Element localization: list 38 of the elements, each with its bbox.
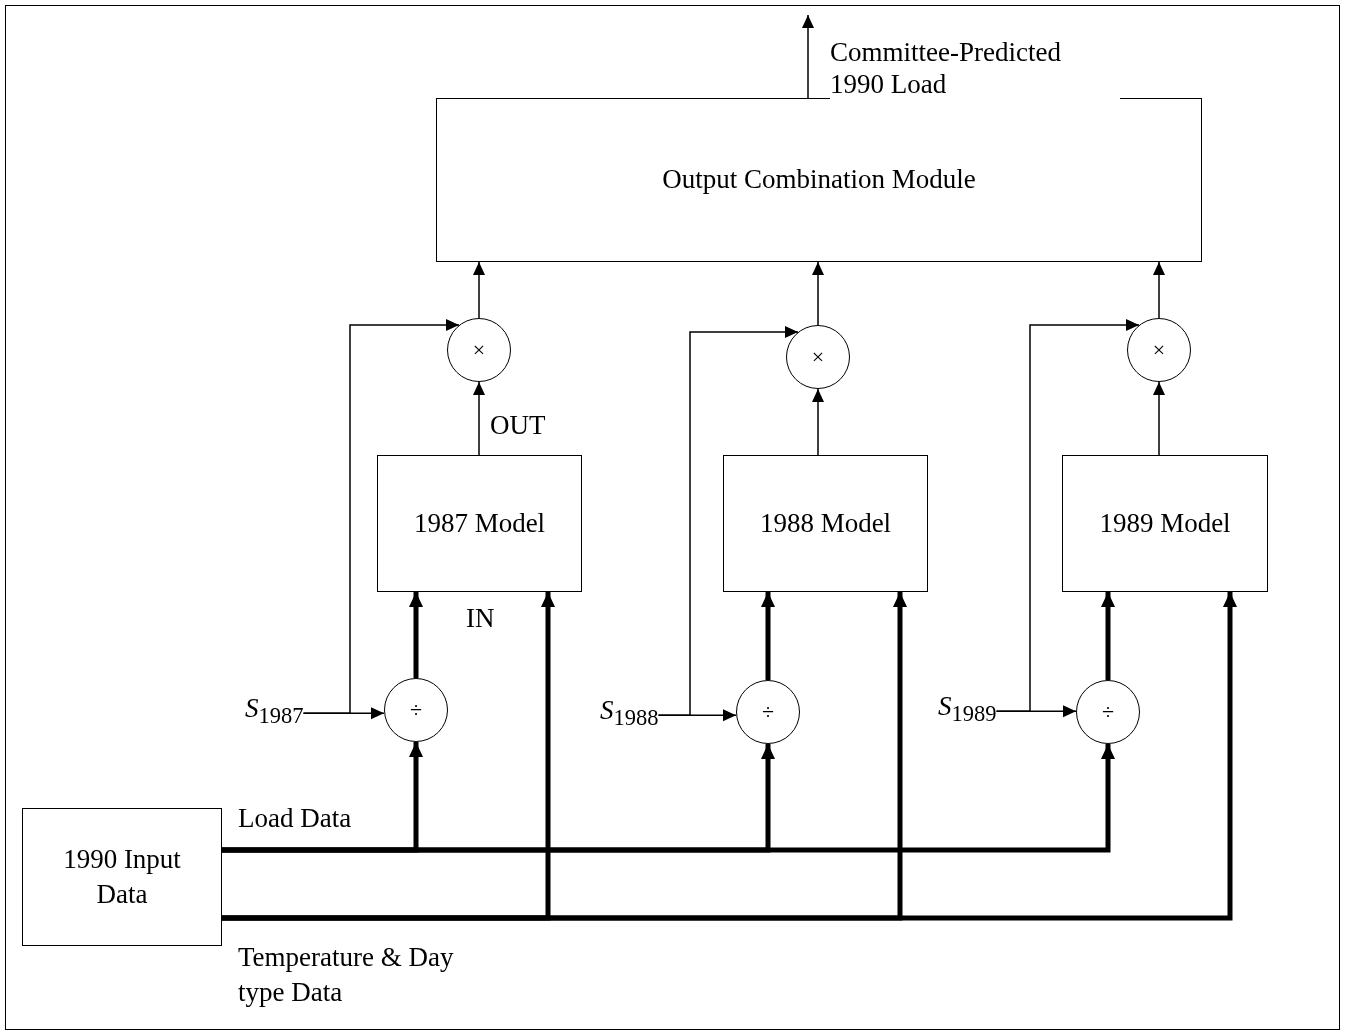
arrow <box>1153 381 1165 456</box>
operator-symbol: ÷ <box>1101 697 1115 726</box>
block-box <box>436 98 1202 262</box>
operator-symbol: ÷ <box>761 697 775 726</box>
arrow <box>812 261 824 326</box>
block-box <box>723 455 928 592</box>
operator-symbol: × <box>472 335 486 364</box>
data-bus-arrow <box>222 744 1115 853</box>
arrow <box>812 388 824 456</box>
operator-symbol: ÷ <box>409 695 423 724</box>
block-title: 1987 Model <box>413 506 546 540</box>
signal-label: S$_{1987}$ <box>245 693 304 730</box>
bus-label: Load Data <box>238 803 352 834</box>
arrow <box>657 326 799 716</box>
arrow <box>473 261 485 319</box>
arrow <box>802 14 814 99</box>
block-title: 1988 Model <box>759 506 892 540</box>
block-box <box>1062 455 1268 592</box>
bus-label: Temperature & Day type Data <box>238 941 455 1010</box>
arrow <box>1153 261 1165 319</box>
port-label: OUT <box>490 410 546 441</box>
data-bus-arrow <box>1101 592 1115 680</box>
data-bus-arrow <box>222 592 1237 921</box>
operator-symbol: × <box>1152 335 1166 364</box>
data-bus-arrow <box>761 592 775 680</box>
data-bus-arrow <box>409 592 423 678</box>
block-title: Output Combination Module <box>662 163 976 197</box>
signal-label: S$_{1989}$ <box>938 691 997 728</box>
operator-symbol: × <box>811 342 825 371</box>
block-box <box>377 455 582 592</box>
block-title: 1990 Input Data <box>62 842 182 911</box>
signal-label: S$_{1988}$ <box>600 695 659 732</box>
arrow <box>995 319 1140 712</box>
block-box <box>22 808 222 946</box>
arrow <box>302 319 460 714</box>
arrow <box>473 381 485 456</box>
block-title: 1989 Model <box>1099 506 1231 540</box>
port-label: IN <box>466 603 495 634</box>
